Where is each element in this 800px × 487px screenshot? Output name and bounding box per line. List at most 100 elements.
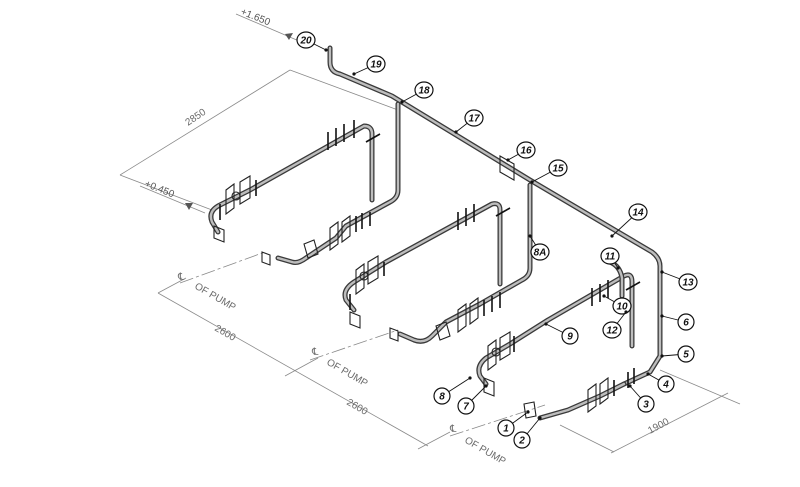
callout-15: 15 xyxy=(530,159,568,184)
callout-label: 12 xyxy=(606,326,618,337)
callout-bubble xyxy=(530,243,550,261)
callout-bubble xyxy=(637,395,655,413)
callout-bubble xyxy=(513,431,531,449)
elevation-marker-top-icon xyxy=(285,33,293,40)
callout-bubble xyxy=(678,273,698,291)
callout-13: 13 xyxy=(660,270,698,291)
callout-arrow-dot xyxy=(352,72,356,76)
callout-bubble xyxy=(433,387,451,405)
callout-arrow-dot xyxy=(506,158,510,162)
valve-left-icon xyxy=(219,175,257,220)
callout-19: 19 xyxy=(352,55,386,76)
pipe-components xyxy=(213,120,641,419)
callout-9: 9 xyxy=(544,322,579,345)
elevation-left: +0.450 xyxy=(143,179,176,201)
callout-4: 4 xyxy=(646,372,675,393)
reducer-16-icon xyxy=(499,155,515,181)
callout-label: 3 xyxy=(643,400,649,411)
pump-nozzle-left-icon xyxy=(213,225,225,243)
callout-bubble xyxy=(296,31,316,49)
callout-label: 16 xyxy=(520,146,532,157)
callout-bubble xyxy=(657,375,675,393)
callout-label: 6 xyxy=(683,318,689,329)
callout-label: 19 xyxy=(370,60,382,71)
pump-label-3: OF PUMP xyxy=(463,435,508,467)
callout-bubble xyxy=(677,313,695,331)
callout-label: 2 xyxy=(518,436,525,447)
callout-label: 9 xyxy=(567,332,573,343)
callout-label: 18 xyxy=(418,86,430,97)
callout-17: 17 xyxy=(454,109,484,134)
callout-label: 4 xyxy=(662,380,669,391)
callout-2: 2 xyxy=(513,416,542,449)
callout-bubble xyxy=(366,55,386,73)
pump-nozzle-middle-icon xyxy=(349,311,361,329)
callout-bubble xyxy=(457,397,475,415)
callout-16: 16 xyxy=(506,141,536,162)
branch-pipe-8A-core xyxy=(398,183,532,343)
callout-bubble xyxy=(602,321,622,339)
flange-pair-left xyxy=(327,120,381,150)
callout-arrow-dot xyxy=(324,48,328,52)
dimension-2850: 2850 xyxy=(184,107,209,129)
callout-arrow-dot xyxy=(660,354,664,358)
callout-label: 14 xyxy=(632,208,644,219)
valve-lower-icon xyxy=(523,368,635,419)
dimension-2600-second: 2600 xyxy=(345,397,370,418)
flange-pair-right xyxy=(591,280,641,306)
callout-arrow-dot xyxy=(616,266,620,270)
right-riser-loop-core xyxy=(477,273,634,386)
callout-1: 1 xyxy=(497,410,530,437)
callout-arrow-dot xyxy=(610,234,614,238)
callout-arrow-dot xyxy=(528,234,532,238)
callout-arrow-dot xyxy=(484,384,488,388)
callout-arrow-dot xyxy=(400,100,404,104)
callout-label: 10 xyxy=(616,302,628,313)
dimension-lines xyxy=(119,13,741,454)
dimension-2600-first: 2600 xyxy=(213,323,238,344)
callout-arrow-dot xyxy=(538,416,542,420)
callout-bubble xyxy=(464,109,484,127)
left-riser-loop xyxy=(208,123,375,235)
callout-8: 8 xyxy=(433,376,472,405)
callout-bubble xyxy=(561,327,579,345)
pump-nozzle-right-icon xyxy=(483,377,495,397)
dimension-1900: 1900 xyxy=(646,416,671,436)
valve-branch8a-icon xyxy=(435,292,501,341)
callout-3: 3 xyxy=(628,384,655,413)
callout-14: 14 xyxy=(610,203,648,238)
callout-bubble xyxy=(414,81,434,99)
callout-label: 15 xyxy=(552,164,564,175)
callout-bubble xyxy=(628,203,648,221)
callout-bubble xyxy=(677,345,695,363)
callout-arrow-dot xyxy=(530,180,534,184)
callout-label: 5 xyxy=(683,350,689,361)
callout-6: 6 xyxy=(660,313,695,331)
branch-pipe-8A xyxy=(397,182,533,344)
callout-arrow-dot xyxy=(602,294,606,298)
valve-branch18-icon xyxy=(303,212,371,259)
callout-arrow-dot xyxy=(454,130,458,134)
elevation-marker-left-icon xyxy=(185,203,193,210)
callout-bubble xyxy=(600,247,620,265)
pump-label-1: OF PUMP xyxy=(193,281,238,313)
callout-7: 7 xyxy=(457,384,488,415)
callout-label: 7 xyxy=(463,402,469,413)
callout-arrow-dot xyxy=(628,384,632,388)
centerline-symbol-3: ℄ xyxy=(449,424,457,435)
branch-pipe-lower-core xyxy=(538,382,626,420)
valve-right-icon xyxy=(487,331,515,372)
callout-arrow-dot xyxy=(660,270,664,274)
callout-12: 12 xyxy=(602,310,628,339)
callout-label: 13 xyxy=(682,278,694,289)
main-header-pipe-core xyxy=(328,46,662,386)
callout-label: 11 xyxy=(605,252,616,263)
callout-arrow-dot xyxy=(468,376,472,380)
elevation-top: +1.650 xyxy=(239,7,272,29)
callout-10: 10 xyxy=(602,294,632,315)
branch-pipe-18-core xyxy=(276,102,400,264)
pump-label-2: OF PUMP xyxy=(325,357,370,389)
callout-bubble xyxy=(612,297,632,315)
callout-label: 1 xyxy=(503,424,509,435)
